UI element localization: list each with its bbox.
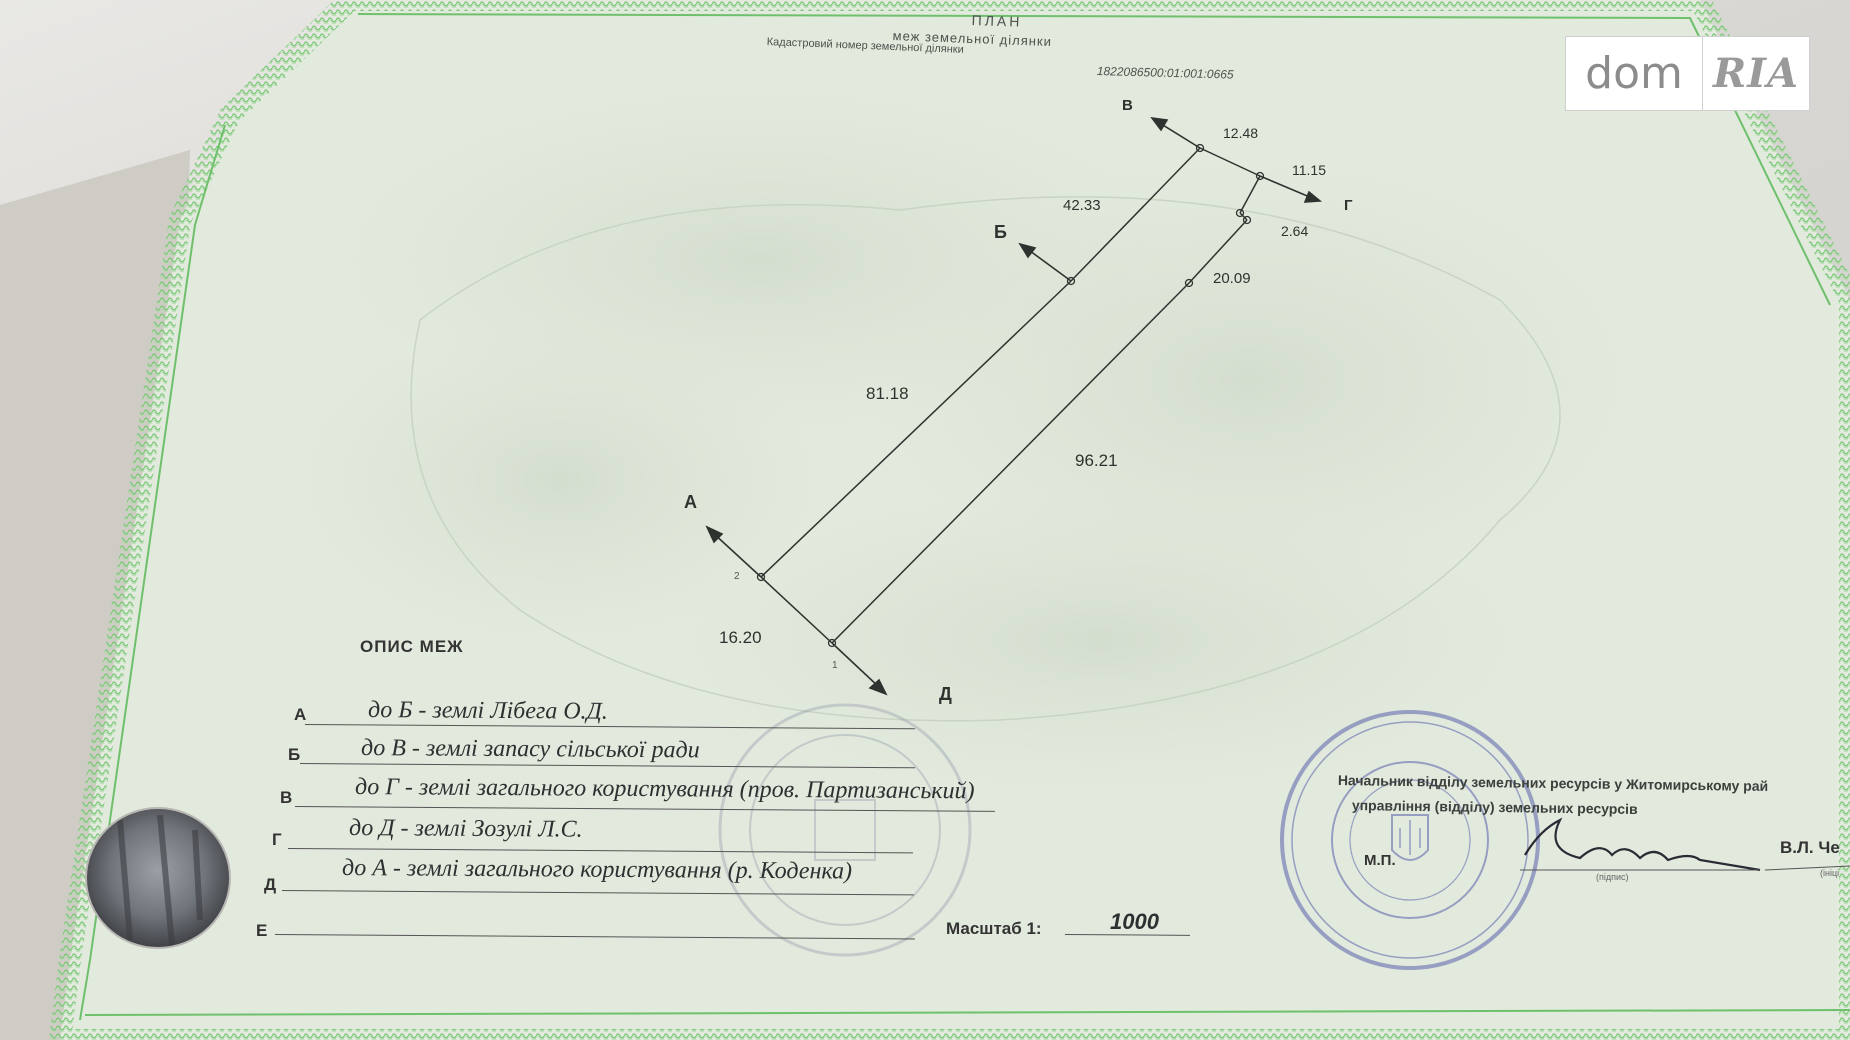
watermark-ria: RIA <box>1702 36 1810 111</box>
boundary-row-letter: В <box>280 788 293 807</box>
boundary-81-18 <box>760 280 1072 578</box>
boundary-row-text: до В - землі запасу сільської ради <box>361 735 700 764</box>
measurement-16-20: 16.20 <box>719 628 762 647</box>
boundary-row-letter: А <box>294 705 307 724</box>
round-photo <box>85 807 231 949</box>
boundary-row-text: до Б - землі Лібега О.Д. <box>368 697 608 725</box>
direction-arrows <box>705 116 1323 696</box>
corner-B: Б <box>994 222 1007 242</box>
measurement-96-21: 96.21 <box>1075 451 1118 470</box>
boundary-42-33 <box>1070 147 1201 282</box>
signature-caption: (підпис) <box>1596 872 1629 882</box>
boundary-12-48 <box>1199 147 1261 177</box>
boundary-11-15-inner <box>1239 175 1261 214</box>
boundary-row-letter: Е <box>256 921 268 940</box>
plan-title: ПЛАН <box>971 12 1023 30</box>
point-number-2: 2 <box>734 571 740 582</box>
corner-G: Г <box>1344 197 1353 214</box>
official-stamp <box>1280 710 1540 970</box>
boundary-row-letter: Б <box>288 745 301 764</box>
scale-label: Масштаб 1: <box>946 919 1042 938</box>
signature <box>1524 817 1761 872</box>
corner-A: А <box>684 492 697 512</box>
faint-stamp <box>718 703 972 957</box>
corner-D: Д <box>939 684 952 704</box>
measurement-81-18: 81.18 <box>866 384 909 403</box>
boundary-row-letter: Д <box>264 875 277 894</box>
boundary-20-09 <box>1188 219 1248 284</box>
corner-V: В <box>1122 97 1133 114</box>
vertex-points <box>756 143 1265 648</box>
boundary-description-heading: ОПИС МЕЖ <box>360 637 464 656</box>
boundary-96-21 <box>831 282 1190 644</box>
watermark-dom: dom <box>1565 36 1702 111</box>
measurement-12-48: 12.48 <box>1223 125 1259 141</box>
measurement-2-64: 2.64 <box>1281 223 1309 239</box>
boundary-16-20 <box>760 576 833 644</box>
parcel-plan <box>760 147 1261 644</box>
measurement-11-15: 11.15 <box>1292 162 1326 178</box>
boundary-row-text: до Г - землі загального користування (пр… <box>355 774 975 805</box>
boundary-row-text: до Д - землі Зозулі Л.С. <box>349 815 583 843</box>
point-number-1: 1 <box>832 660 838 671</box>
boundary-row-text: до А - землі загального користування (р.… <box>342 855 853 885</box>
scale-value: 1000 <box>1110 909 1159 934</box>
name-caption: (ініці <box>1820 868 1840 878</box>
measurement-20-09: 20.09 <box>1213 270 1251 287</box>
stamp-place-label: М.П. <box>1364 852 1396 869</box>
map-outline <box>410 196 1561 722</box>
boundary-row-letter: Г <box>272 830 282 849</box>
boundary-2-64 <box>1239 212 1248 221</box>
official-name: В.Л. Че <box>1780 838 1840 857</box>
measurement-42-33: 42.33 <box>1063 197 1101 214</box>
